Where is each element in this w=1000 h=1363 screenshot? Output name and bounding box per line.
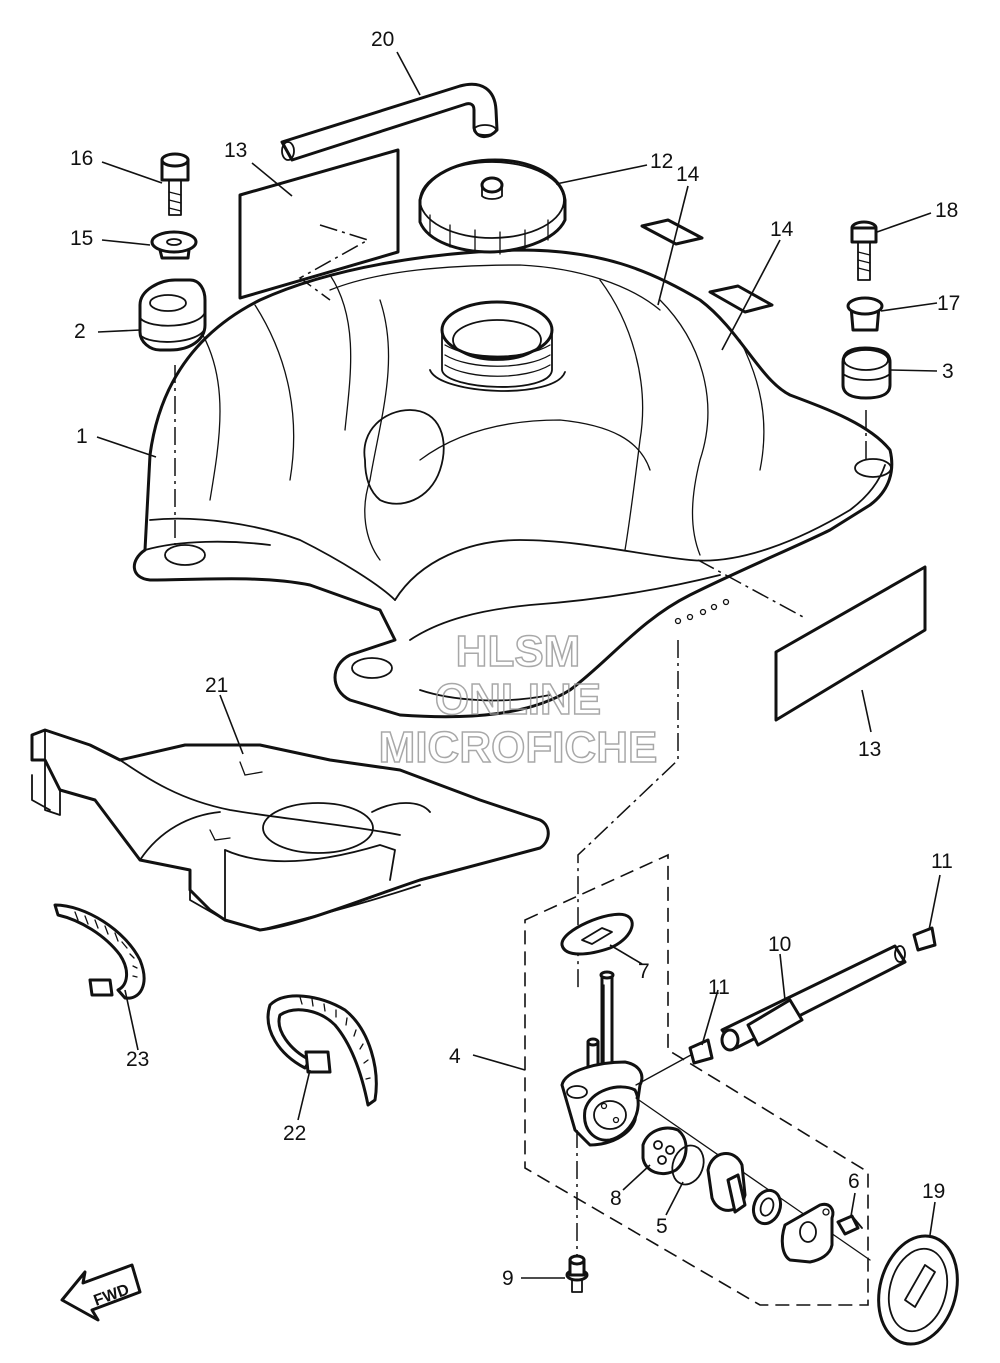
callout-6: 6 [848, 1170, 860, 1193]
grommet-3 [841, 346, 892, 400]
grommet-2 [138, 278, 207, 352]
callout-13-right: 13 [858, 738, 881, 761]
watermark-line-1: HLSM [456, 627, 581, 676]
fuel-cock-placement-line [577, 640, 679, 990]
callout-labels: 20 13 16 15 2 1 12 14 14 18 17 3 13 21 1… [70, 28, 960, 1290]
callout-16: 16 [70, 147, 93, 170]
callout-19: 19 [922, 1180, 945, 1203]
callout-11-upper: 11 [931, 850, 953, 873]
callout-18: 18 [935, 199, 958, 222]
breather-hose [280, 82, 499, 162]
watermark: HLSM ONLINE MICROFICHE [378, 626, 658, 773]
knob-cover-19 [877, 1234, 959, 1346]
gasket-7 [560, 912, 634, 956]
clip-11-lower [688, 1038, 714, 1065]
callout-23: 23 [126, 1048, 149, 1071]
damper-14-left [640, 218, 704, 246]
callout-10: 10 [768, 933, 791, 956]
label-sheet-13-right [774, 565, 927, 722]
callout-14-right: 14 [770, 218, 794, 241]
fuel-tank [132, 248, 894, 719]
watermark-line-2: ONLINE [435, 675, 601, 724]
seal-washer [751, 1188, 783, 1226]
callout-2: 2 [74, 320, 86, 343]
collar-17 [846, 296, 884, 332]
callout-5: 5 [656, 1215, 668, 1238]
callout-4: 4 [449, 1045, 461, 1068]
callout-13-top: 13 [224, 139, 247, 162]
callout-15: 15 [70, 227, 93, 250]
callout-12: 12 [650, 150, 673, 173]
callout-9: 9 [502, 1267, 514, 1290]
callout-8: 8 [610, 1187, 622, 1210]
lever-axis-line [635, 1097, 871, 1261]
watermark-line-3: MICROFICHE [379, 723, 658, 772]
bolt-16 [160, 152, 190, 216]
fuel-cock-4 [560, 970, 644, 1147]
cover-plate [780, 1202, 835, 1264]
callout-1: 1 [76, 425, 88, 448]
label-13-right-placement-line [697, 559, 806, 619]
fuel-tank-guard [30, 728, 550, 932]
band-23 [53, 903, 146, 1000]
callout-21: 21 [205, 674, 228, 697]
forward-direction-arrow-icon: FWD [60, 1263, 142, 1322]
lever-knob [706, 1152, 747, 1214]
pipe-link-line [635, 1049, 701, 1086]
callout-20: 20 [371, 28, 394, 51]
callout-3: 3 [942, 360, 954, 383]
fuel-hose-10 [720, 944, 907, 1052]
callout-17: 17 [937, 292, 960, 315]
o-ring-5 [671, 1144, 705, 1186]
callout-7: 7 [638, 960, 650, 983]
callout-11-lower: 11 [708, 976, 730, 999]
fuel-cock-assembly-boundary [524, 853, 869, 1306]
leader-lines [96, 51, 941, 1279]
valve-disc-8 [641, 1126, 688, 1175]
screw-9 [565, 1254, 589, 1293]
damper-14-right [708, 284, 774, 314]
callout-22: 22 [283, 1122, 306, 1145]
band-22 [266, 994, 378, 1107]
screw-6 [836, 1214, 863, 1236]
label-sheet-13-top [238, 148, 400, 300]
collar-15 [150, 230, 198, 260]
clip-11-upper [912, 926, 937, 952]
fuel-cap [418, 158, 567, 255]
bolt-18 [850, 220, 878, 281]
callout-14-left: 14 [676, 163, 700, 186]
label-13-placement-line [298, 224, 370, 301]
